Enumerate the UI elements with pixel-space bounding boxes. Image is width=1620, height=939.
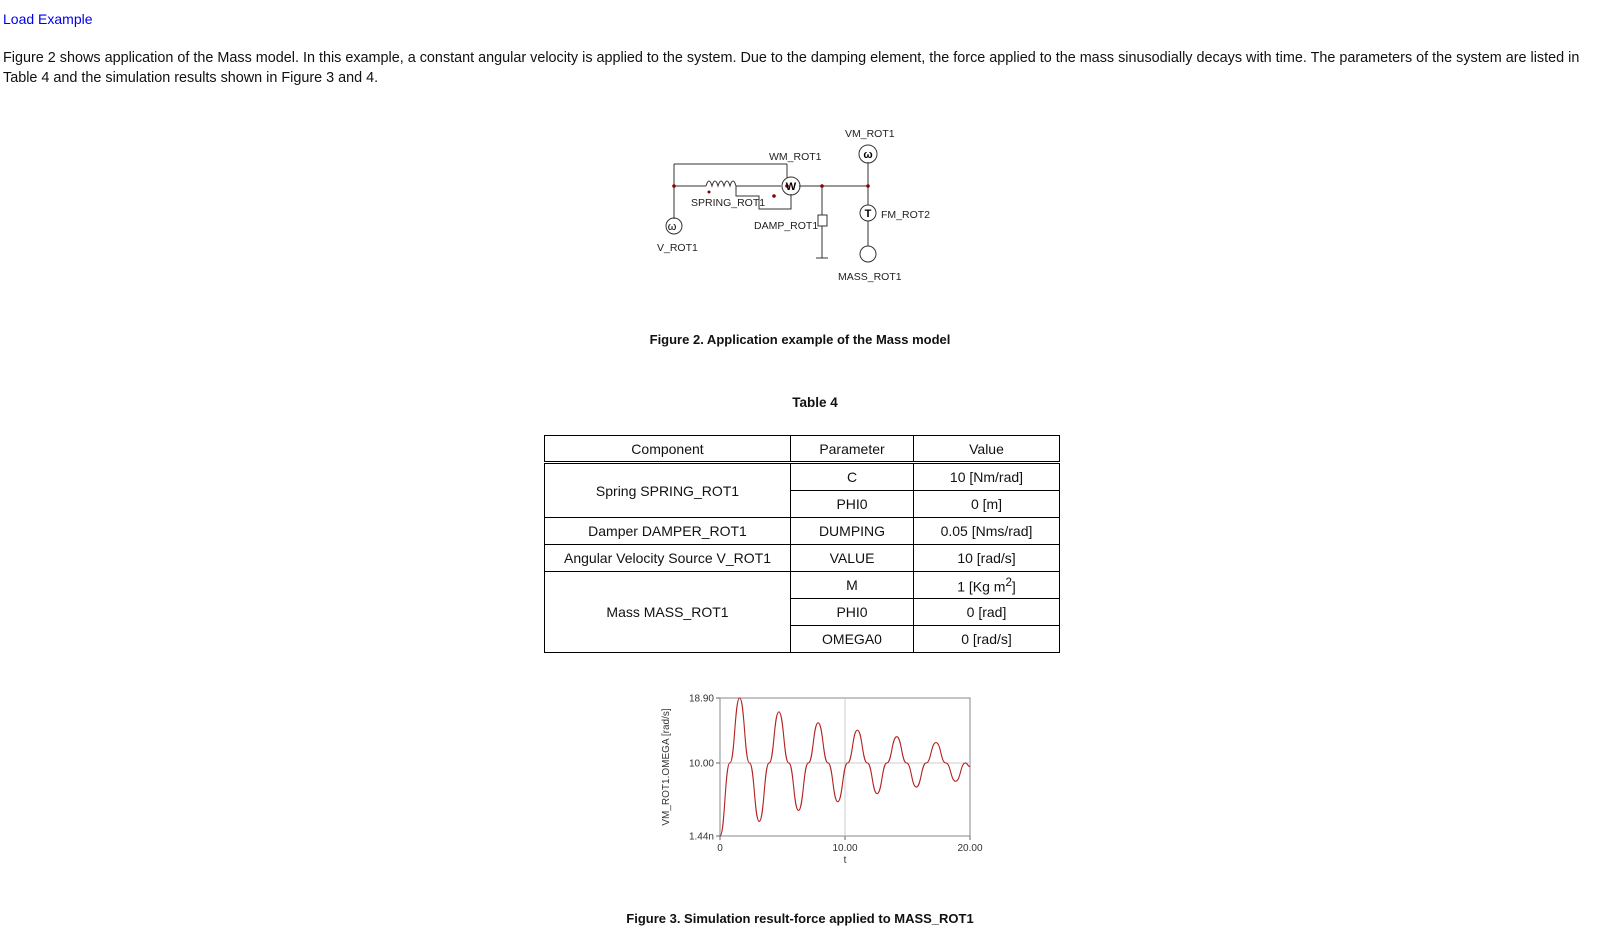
label-vm-rot1: VM_ROT1 — [845, 128, 895, 140]
parameter-cell: C — [790, 462, 914, 491]
value-suffix: ] — [1011, 578, 1016, 595]
y-tick-label: 10.00 — [689, 758, 714, 769]
omega-meter-icon: ω — [863, 149, 872, 161]
value-cell: 0 [m] — [913, 490, 1060, 518]
parameter-cell: PHI0 — [790, 598, 914, 626]
x-axis-label: t — [844, 855, 847, 866]
simulation-chart: 0 10.00 20.00 1.44n 10.00 18.90 t VM_ROT1.OMEGA… — [661, 694, 983, 867]
table-header-row: Component Parameter Value — [544, 435, 1060, 464]
series-line — [719, 697, 971, 837]
table-row: OMEGA0 0 [rad/s] — [545, 625, 1060, 653]
y-tick-label: 1.44n — [689, 832, 714, 843]
label-spring-rot1: SPRING_ROT1 — [691, 197, 765, 209]
value-cell: 1 [Kg m2] — [913, 571, 1060, 599]
component-cell: Mass MASS_ROT1 — [544, 571, 791, 653]
table-row: PHI0 0 [m] — [545, 490, 1060, 518]
component-cell: Angular Velocity Source V_ROT1 — [544, 544, 791, 572]
component-cell: Spring SPRING_ROT1 — [544, 462, 791, 518]
parameter-cell: M — [790, 571, 914, 599]
value-cell: 10 [rad/s] — [913, 544, 1060, 572]
table4-title: Table 4 — [792, 395, 838, 410]
label-damp-rot1: DAMP_ROT1 — [754, 220, 818, 232]
table-row: Mass MASS_ROT1 M 1 [Kg m2] — [544, 571, 1060, 653]
torque-icon: T — [865, 208, 872, 220]
table-row: Spring SPRING_ROT1 C 10 [Nm/rad] — [544, 462, 1060, 518]
omega-icon: ω — [668, 221, 677, 233]
value-superscript: 2 — [1005, 575, 1012, 589]
w-icon: W — [786, 181, 797, 193]
value-cell: 0 [rad] — [913, 598, 1060, 626]
label-wm-rot1: WM_ROT1 — [769, 151, 822, 163]
value-text: 1 [Kg m — [957, 578, 1006, 595]
label-fm-rot2: FM_ROT2 — [881, 209, 930, 221]
label-v-rot1: V_ROT1 — [657, 242, 698, 254]
intro-paragraph: Figure 2 shows application of the Mass m… — [3, 50, 1580, 86]
table-row: PHI0 0 [rad] — [545, 598, 1060, 626]
parameter-cell: OMEGA0 — [790, 625, 914, 653]
figure3-caption: Figure 3. Simulation result-force applie… — [626, 911, 974, 926]
header-value: Value — [913, 435, 1060, 464]
header-parameter: Parameter — [790, 435, 914, 464]
component-cell: Damper DAMPER_ROT1 — [544, 517, 791, 545]
header-component: Component — [544, 435, 791, 464]
table-row: Damper DAMPER_ROT1 DUMPING 0.05 [Nms/rad… — [544, 517, 1060, 545]
x-tick-label: 20.00 — [957, 843, 982, 854]
value-cell: 0.05 [Nms/rad] — [913, 517, 1060, 545]
parameter-cell: DUMPING — [790, 517, 914, 545]
table-row: Angular Velocity Source V_ROT1 VALUE 10 … — [544, 544, 1060, 572]
label-mass-rot1: MASS_ROT1 — [838, 271, 902, 283]
y-axis-label: VM_ROT1.OMEGA [rad/s] — [661, 708, 672, 825]
x-tick-label: 0 — [717, 843, 723, 854]
parameter-cell: PHI0 — [790, 490, 914, 518]
y-tick-label: 18.90 — [689, 694, 714, 705]
parameters-table: Component Parameter Value Spring SPRING_… — [544, 435, 1060, 653]
load-example-link[interactable]: Load Example — [3, 11, 93, 27]
mass-model-schematic: ω W ω T VM_ROT1 WM_ROT1 SPRING_ROT1 FM_R… — [657, 128, 930, 283]
figure2-caption: Figure 2. Application example of the Mas… — [649, 332, 951, 347]
value-cell: 10 [Nm/rad] — [913, 462, 1060, 491]
value-cell: 0 [rad/s] — [913, 625, 1060, 653]
parameter-cell: VALUE — [790, 544, 914, 572]
x-tick-label: 10.00 — [832, 843, 857, 854]
